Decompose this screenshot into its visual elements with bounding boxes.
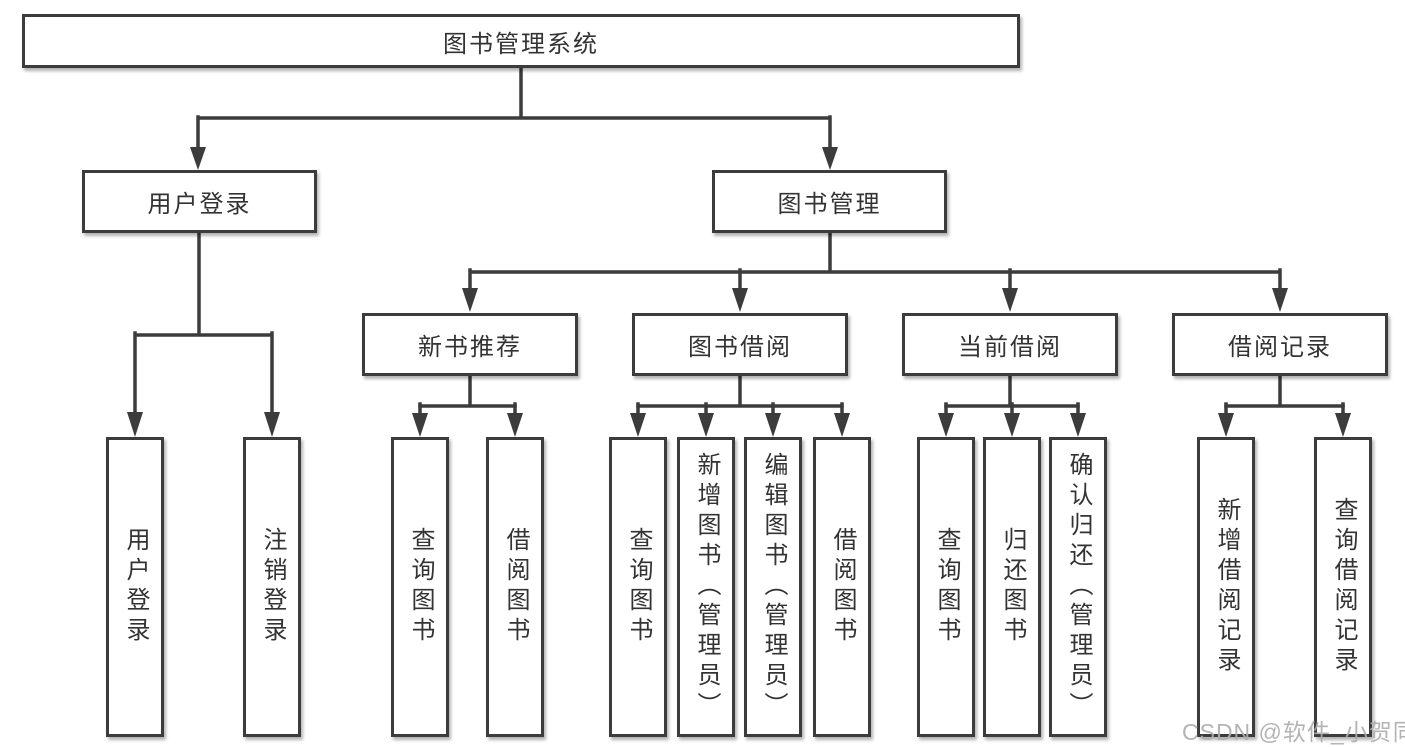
leaf-label: 查询图书 <box>933 527 960 647</box>
arrowhead <box>412 413 428 437</box>
leaf-label: 归还图书 <box>999 527 1026 647</box>
leaf-add-book-admin: 新增图书（管理员） <box>677 437 735 737</box>
leaf-confirm-return-admin: 确认归还（管理员） <box>1049 437 1107 737</box>
node-book-management-label: 图书管理 <box>777 191 882 218</box>
connector-bookmgmt-to-level3 <box>468 231 1282 292</box>
leaf-edit-book-admin: 编辑图书（管理员） <box>744 437 802 737</box>
arrowhead <box>1335 413 1351 437</box>
arrowhead <box>630 413 646 437</box>
arrowhead <box>1272 288 1288 312</box>
leaf-label: 用户登录 <box>122 527 149 647</box>
arrowhead <box>127 412 143 437</box>
node-borrow-record-label: 借阅记录 <box>1228 334 1332 361</box>
leaf-label: 编辑图书（管理员） <box>760 452 787 722</box>
node-book-management: 图书管理 <box>712 170 947 233</box>
connector-level3-distributors <box>418 374 1345 408</box>
node-current-borrow: 当前借阅 <box>902 313 1118 376</box>
node-book-borrow-label: 图书借阅 <box>688 334 792 361</box>
leaf-borrow-books-borrow: 借阅图书 <box>813 437 871 737</box>
leaf-label: 查询借阅记录 <box>1330 497 1357 677</box>
arrowhead <box>834 413 850 437</box>
leaf-label: 新增图书（管理员） <box>693 452 720 722</box>
connector-leaf-stems <box>418 402 1345 417</box>
arrowhead <box>1070 413 1086 437</box>
node-new-book-recommend: 新书推荐 <box>362 313 578 376</box>
arrowhead <box>507 413 523 437</box>
leaf-label: 借阅图书 <box>829 527 856 647</box>
leaf-logout-login: 注销登录 <box>243 437 301 737</box>
node-root: 图书管理系统 <box>22 14 1020 68</box>
node-book-borrow: 图书借阅 <box>632 313 848 376</box>
node-current-borrow-label: 当前借阅 <box>958 334 1062 361</box>
leaf-add-borrow-record: 新增借阅记录 <box>1197 437 1255 737</box>
leaf-query-books-current: 查询图书 <box>917 437 975 737</box>
arrowhead <box>1002 288 1018 312</box>
csdn-watermark: CSDN @软件_小贺同学 <box>1182 719 1405 745</box>
leaf-query-books-recommend: 查询图书 <box>391 437 449 737</box>
arrowhead <box>698 413 714 437</box>
leaf-label: 确认归还（管理员） <box>1065 452 1092 722</box>
arrowhead <box>264 412 280 437</box>
leaf-return-book: 归还图书 <box>983 437 1041 737</box>
node-user-login: 用户登录 <box>82 170 317 233</box>
node-new-book-recommend-label: 新书推荐 <box>418 334 522 361</box>
arrowhead <box>765 413 781 437</box>
arrowhead <box>938 413 954 437</box>
arrowhead <box>822 147 838 170</box>
arrowhead <box>732 288 748 312</box>
leaf-label: 新增借阅记录 <box>1213 497 1240 677</box>
node-root-label: 图书管理系统 <box>443 30 599 58</box>
connector-root-to-level2 <box>196 65 832 151</box>
arrowhead <box>1218 413 1234 437</box>
arrowhead <box>1004 413 1020 437</box>
leaf-label: 查询图书 <box>625 527 652 647</box>
leaf-label: 借阅图书 <box>502 527 529 647</box>
leaf-borrow-books-recommend: 借阅图书 <box>486 437 544 737</box>
leaf-label: 查询图书 <box>407 527 434 647</box>
leaf-user-login: 用户登录 <box>106 437 164 737</box>
node-borrow-record: 借阅记录 <box>1172 313 1388 376</box>
leaf-query-books-borrow: 查询图书 <box>609 437 667 737</box>
leaf-label: 注销登录 <box>259 527 286 647</box>
arrowhead <box>462 288 478 312</box>
node-user-login-label: 用户登录 <box>147 191 252 218</box>
arrowhead <box>190 147 206 170</box>
leaf-query-borrow-record: 查询借阅记录 <box>1314 437 1372 737</box>
connector-userlogin-to-leaves <box>133 231 274 416</box>
